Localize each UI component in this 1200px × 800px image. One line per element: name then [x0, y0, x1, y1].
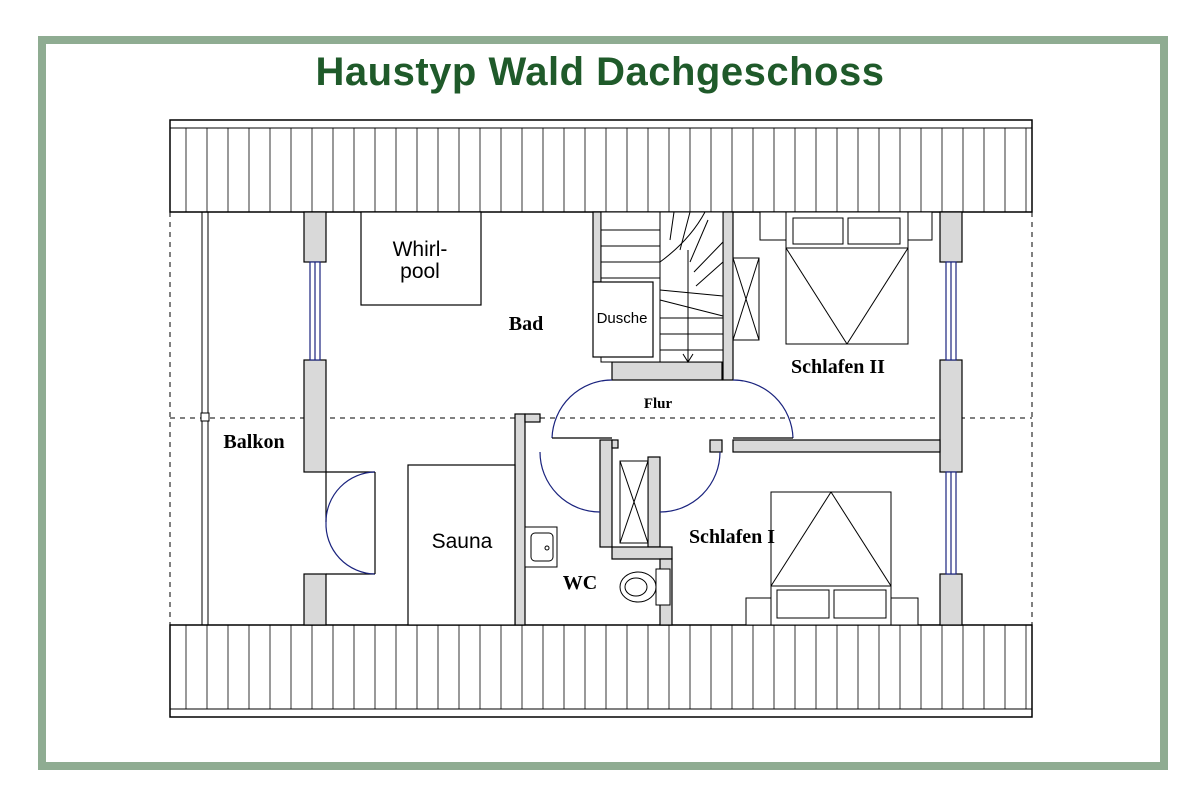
label-schlafen-1: Schlafen I	[689, 526, 775, 548]
bed-schlafen-1	[745, 491, 919, 626]
roof-top	[169, 119, 1033, 213]
roof-bottom	[169, 624, 1033, 718]
label-balkon: Balkon	[223, 431, 284, 453]
doors	[325, 379, 794, 575]
sauna-cabin	[407, 464, 516, 626]
shower	[592, 281, 654, 358]
label-wc: WC	[563, 572, 597, 594]
label-dusche: Dusche	[597, 310, 648, 327]
label-bad: Bad	[509, 313, 543, 335]
label-schlafen-2: Schlafen II	[791, 356, 885, 378]
label-sauna: Sauna	[432, 530, 493, 553]
whirlpool-tub	[360, 211, 482, 306]
wardrobes	[619, 257, 760, 544]
wc-sink	[524, 526, 558, 568]
toilet	[619, 568, 671, 606]
balcony-railing	[200, 212, 210, 625]
label-whirlpool-1: Whirl-	[393, 238, 448, 261]
label-flur: Flur	[644, 396, 673, 412]
label-whirlpool-2: pool	[400, 260, 440, 283]
bed-schlafen-2	[759, 211, 933, 345]
page-title: Haustyp Wald Dachgeschoss	[315, 50, 885, 94]
windows	[309, 261, 957, 575]
